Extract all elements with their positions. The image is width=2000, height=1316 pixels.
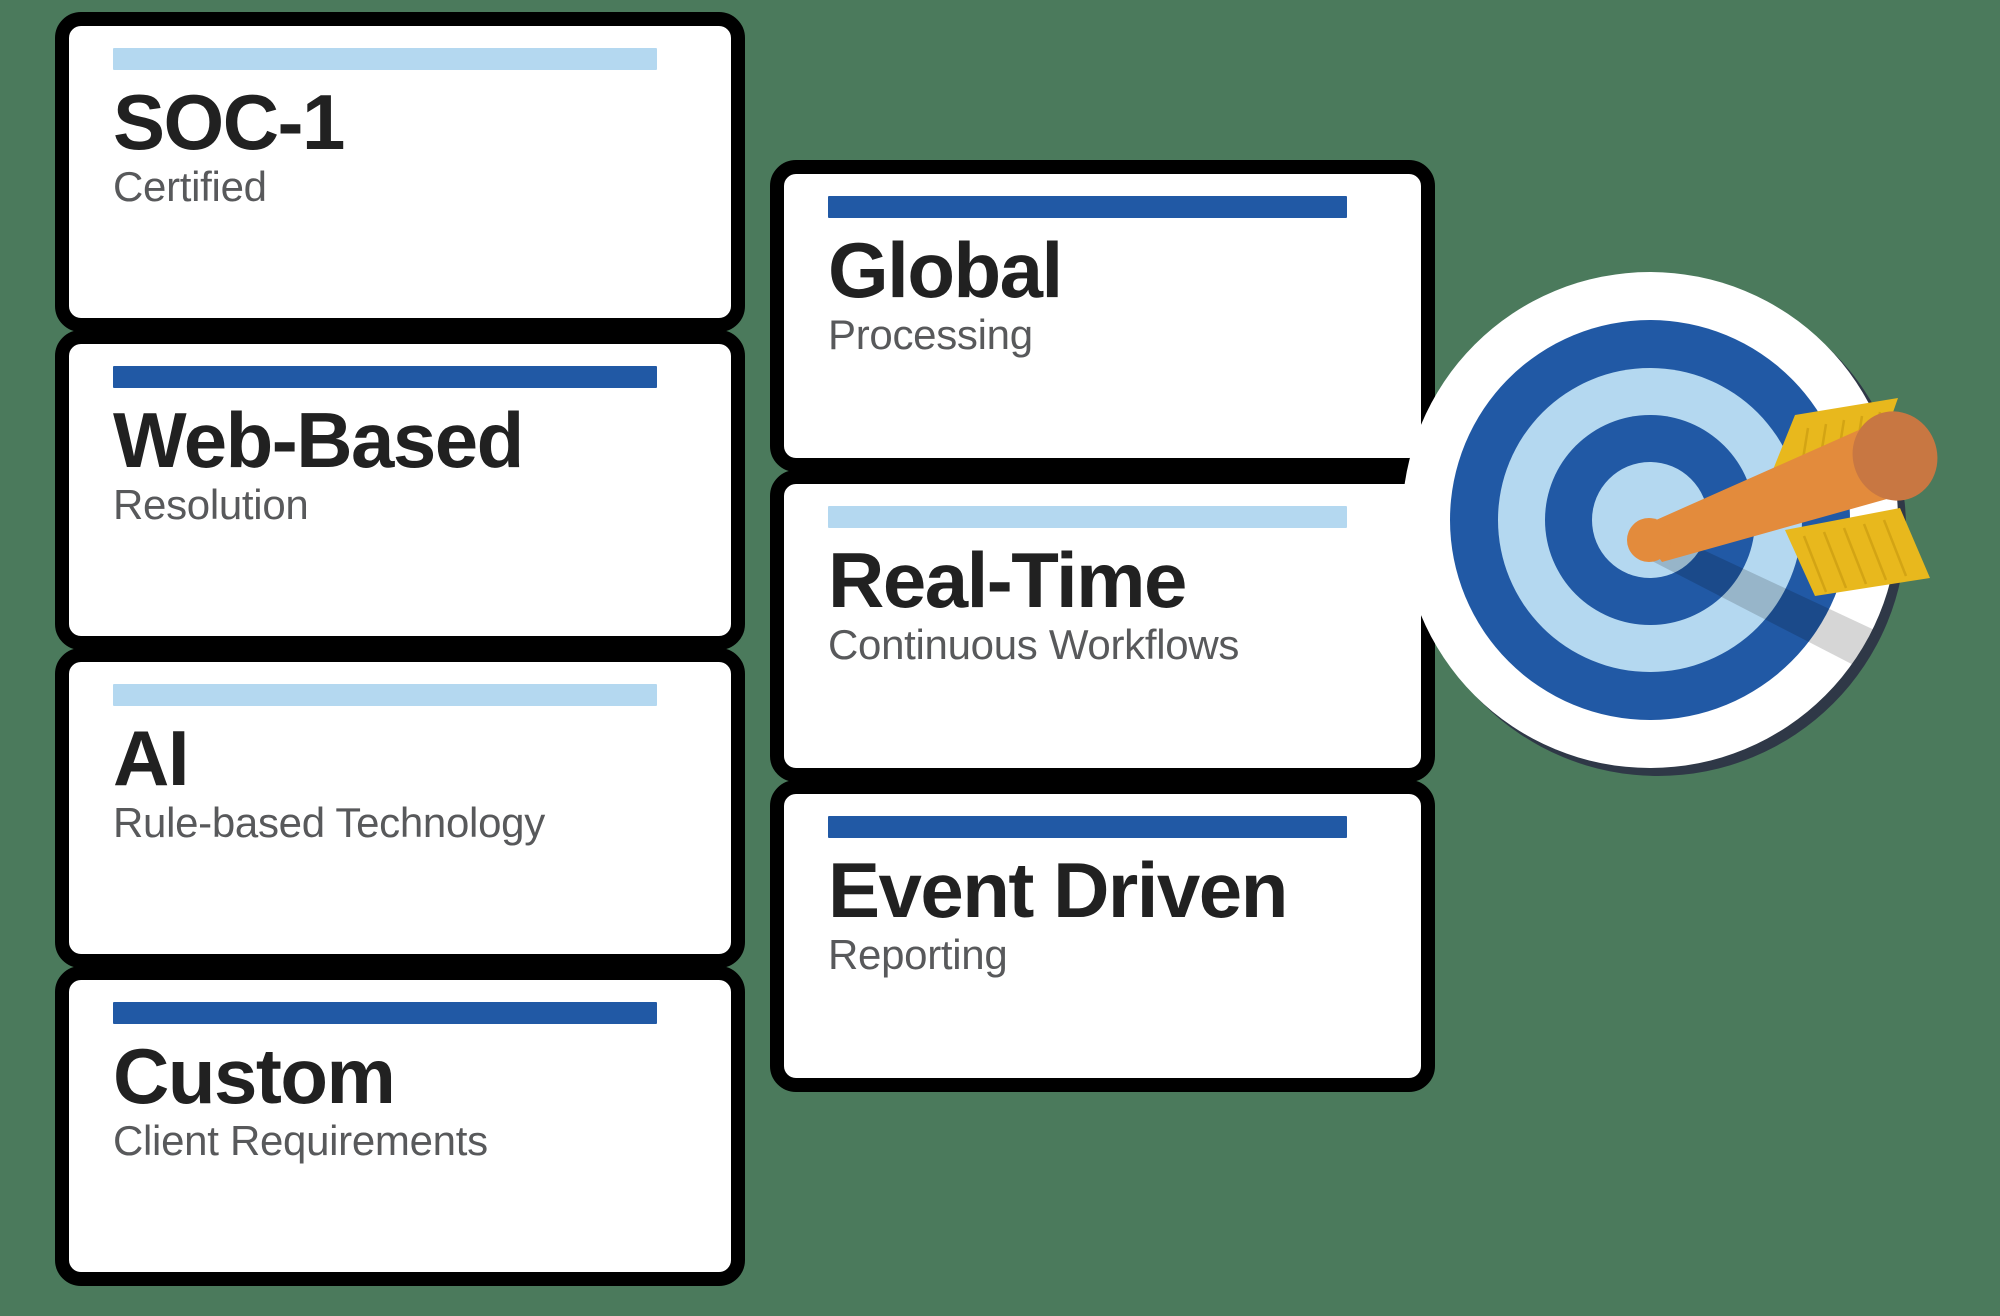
feature-card-real-time[interactable]: Real-Time Continuous Workflows [770, 470, 1435, 782]
card-accent-bar [828, 506, 1347, 528]
card-accent-bar [828, 196, 1347, 218]
feature-card-ai[interactable]: AI Rule-based Technology [55, 648, 745, 968]
card-subtitle: Certified [113, 163, 267, 211]
feature-card-custom[interactable]: Custom Client Requirements [55, 966, 745, 1286]
left-card-column: SOC-1 Certified Web-Based Resolution AI … [55, 12, 745, 1286]
arrow-shaft [1638, 425, 1912, 562]
card-title: AI [113, 714, 190, 802]
arrow-nock [1852, 411, 1938, 501]
card-accent-bar [113, 684, 657, 706]
card-accent-bar [113, 1002, 657, 1024]
card-title: SOC-1 [113, 78, 345, 166]
card-subtitle: Processing [828, 311, 1033, 359]
card-title: Real-Time [828, 536, 1187, 624]
card-title: Web-Based [113, 396, 524, 484]
feature-card-global[interactable]: Global Processing [770, 160, 1435, 472]
target-with-arrow-icon [1400, 240, 1980, 800]
arrow-fletching-bottom [1785, 508, 1930, 596]
card-accent-bar [828, 816, 1347, 838]
card-title: Custom [113, 1032, 396, 1120]
card-subtitle: Client Requirements [113, 1117, 488, 1165]
feature-card-event-driven[interactable]: Event Driven Reporting [770, 780, 1435, 1092]
feature-card-web-based[interactable]: Web-Based Resolution [55, 330, 745, 650]
middle-card-column: Global Processing Real-Time Continuous W… [770, 160, 1435, 1092]
card-accent-bar [113, 48, 657, 70]
card-subtitle: Reporting [828, 931, 1008, 979]
feature-card-soc-1[interactable]: SOC-1 Certified [55, 12, 745, 332]
card-subtitle: Continuous Workflows [828, 621, 1240, 669]
card-accent-bar [113, 366, 657, 388]
card-subtitle: Resolution [113, 481, 309, 529]
card-title: Global [828, 226, 1063, 314]
card-title: Event Driven [828, 846, 1288, 934]
card-subtitle: Rule-based Technology [113, 799, 545, 847]
